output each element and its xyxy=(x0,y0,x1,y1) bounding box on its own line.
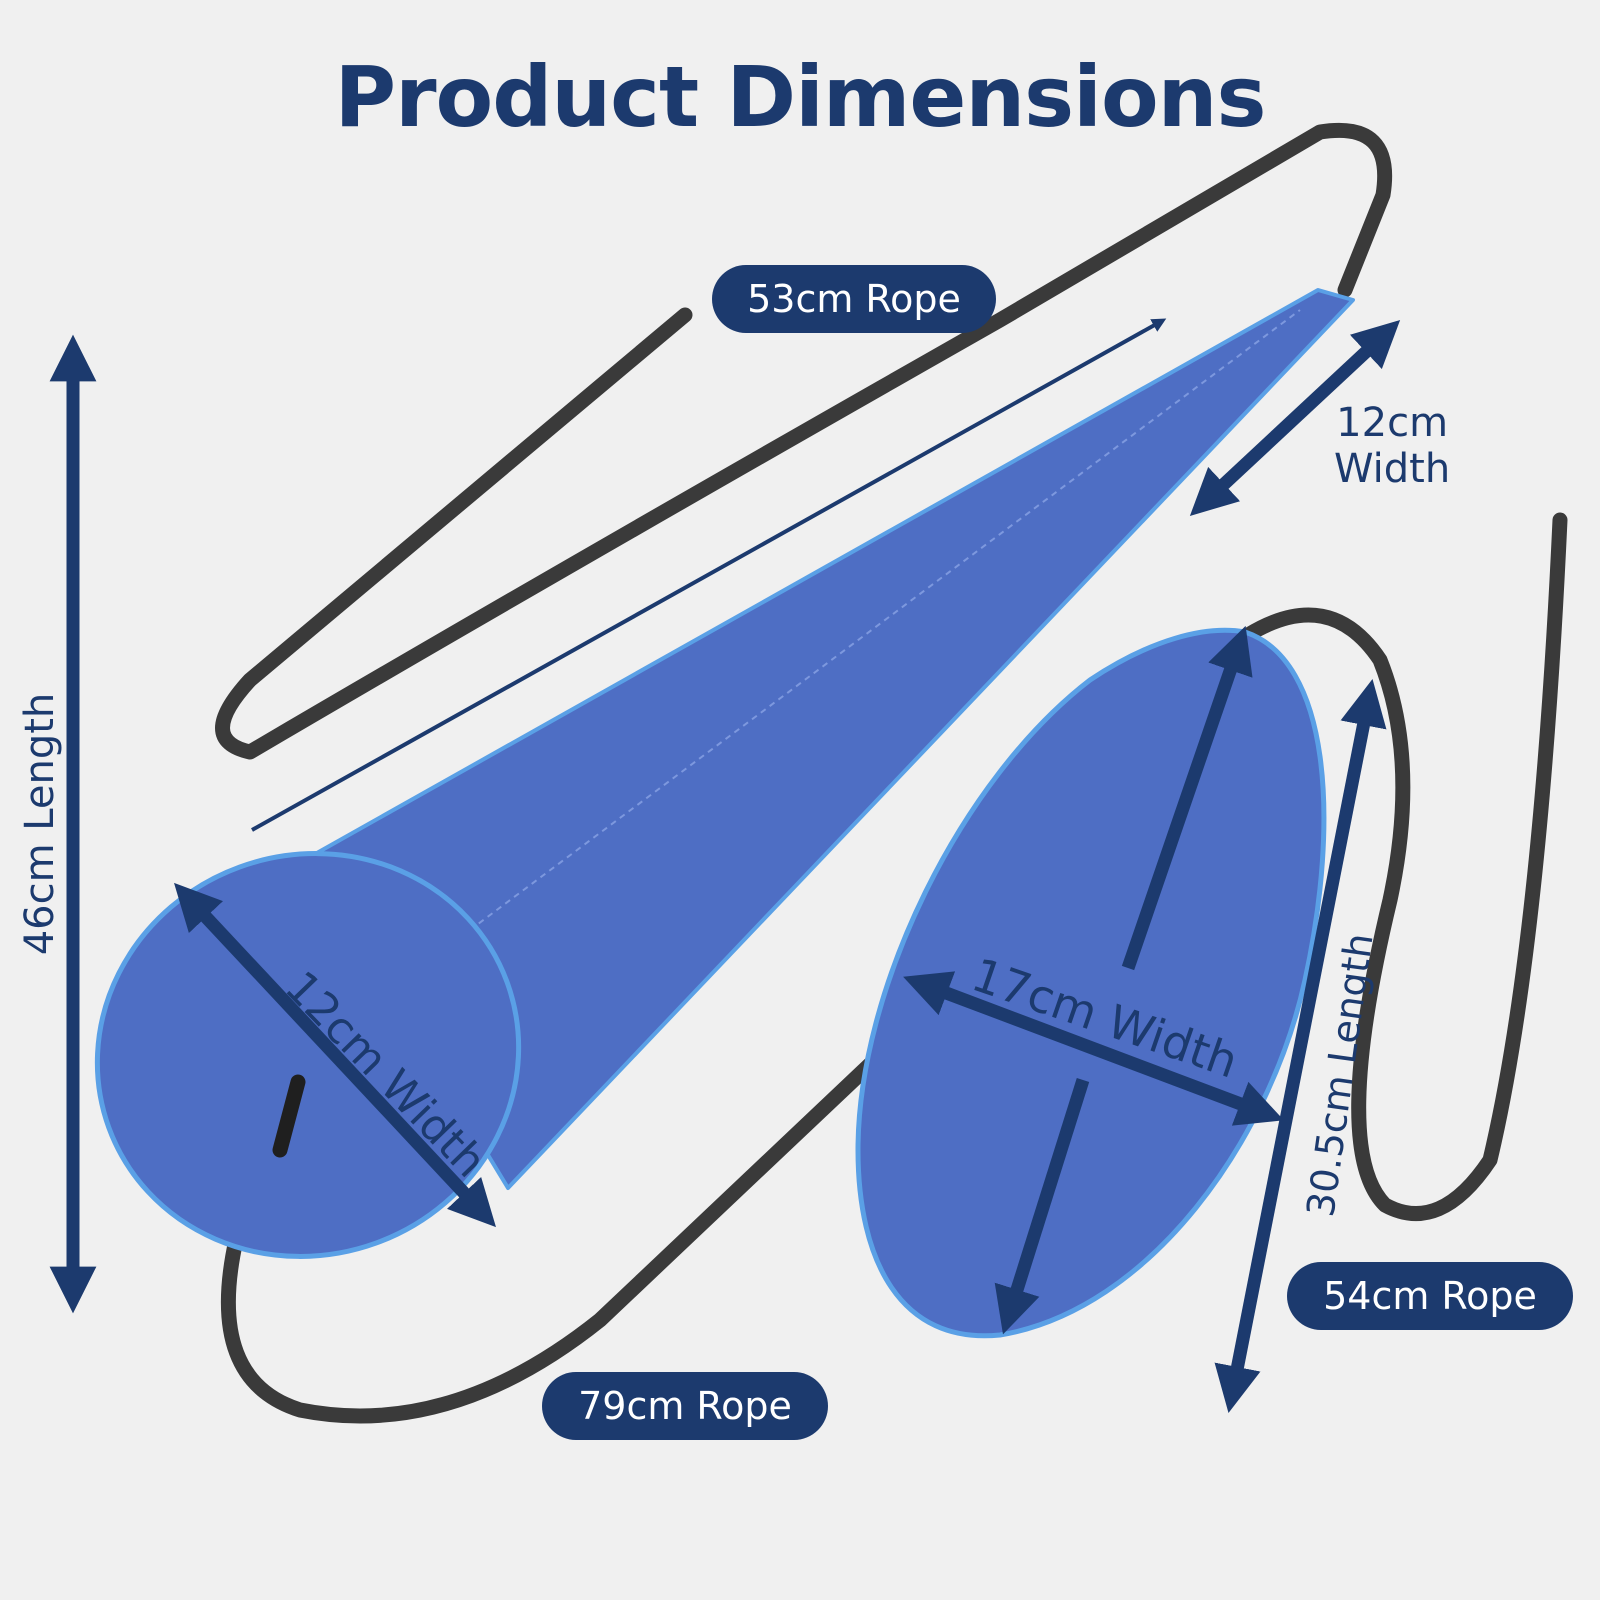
arrow-12cm-width-circle xyxy=(174,882,496,1228)
arrow-17cm-width xyxy=(903,971,1284,1126)
arrow-30.5cm-length xyxy=(1214,679,1387,1413)
label-53cm-rope: 53cm Rope xyxy=(712,265,996,333)
label-46cm-length: 46cm Length xyxy=(17,692,63,956)
cone-seam xyxy=(469,309,1301,931)
label-79cm-rope: 79cm Rope xyxy=(542,1372,828,1440)
arrow-oval-length-lower xyxy=(994,1078,1090,1335)
label-54cm-rope: 54cm Rope xyxy=(1287,1262,1573,1330)
rope-53cm xyxy=(215,122,1393,760)
arrow-12cm-width-top xyxy=(1189,320,1401,516)
arrow-53cm-rope xyxy=(251,318,1167,832)
label-12cm-width-top: 12cm Width xyxy=(1334,400,1451,492)
page-title: Product Dimensions xyxy=(334,48,1267,146)
